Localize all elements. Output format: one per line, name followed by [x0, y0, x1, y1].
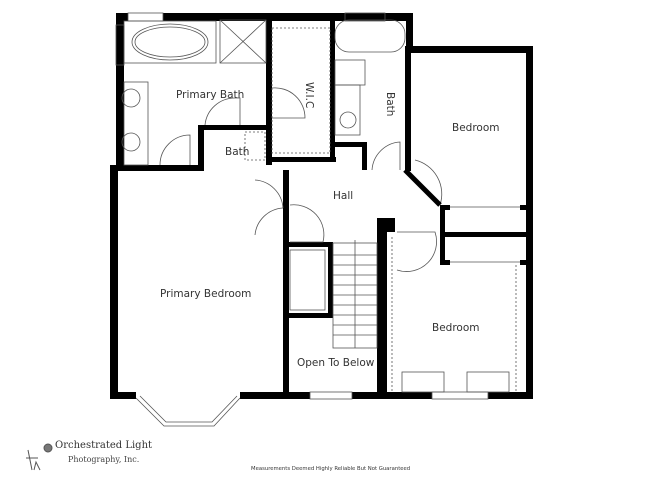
- room-label-bath-hall: Bath: [384, 92, 396, 117]
- disclaimer-text: Measurements Deemed Highly Reliable But …: [251, 466, 411, 472]
- room-label-open-to-below: Open To Below: [297, 357, 375, 369]
- logo-subtext: Photography, Inc.: [68, 455, 140, 464]
- room-label-bath-small: Bath: [225, 146, 250, 158]
- room-label-bedroom-se: Bedroom: [432, 322, 480, 334]
- room-label-hall: Hall: [333, 190, 354, 202]
- room-label-primary-bath: Primary Bath: [176, 89, 245, 101]
- room-label-primary-bedroom: Primary Bedroom: [160, 288, 252, 300]
- logo-text: Orchestrated Light: [55, 440, 153, 451]
- room-label-bedroom-ne: Bedroom: [452, 122, 500, 134]
- room-label-wic: W.I.C: [303, 82, 315, 109]
